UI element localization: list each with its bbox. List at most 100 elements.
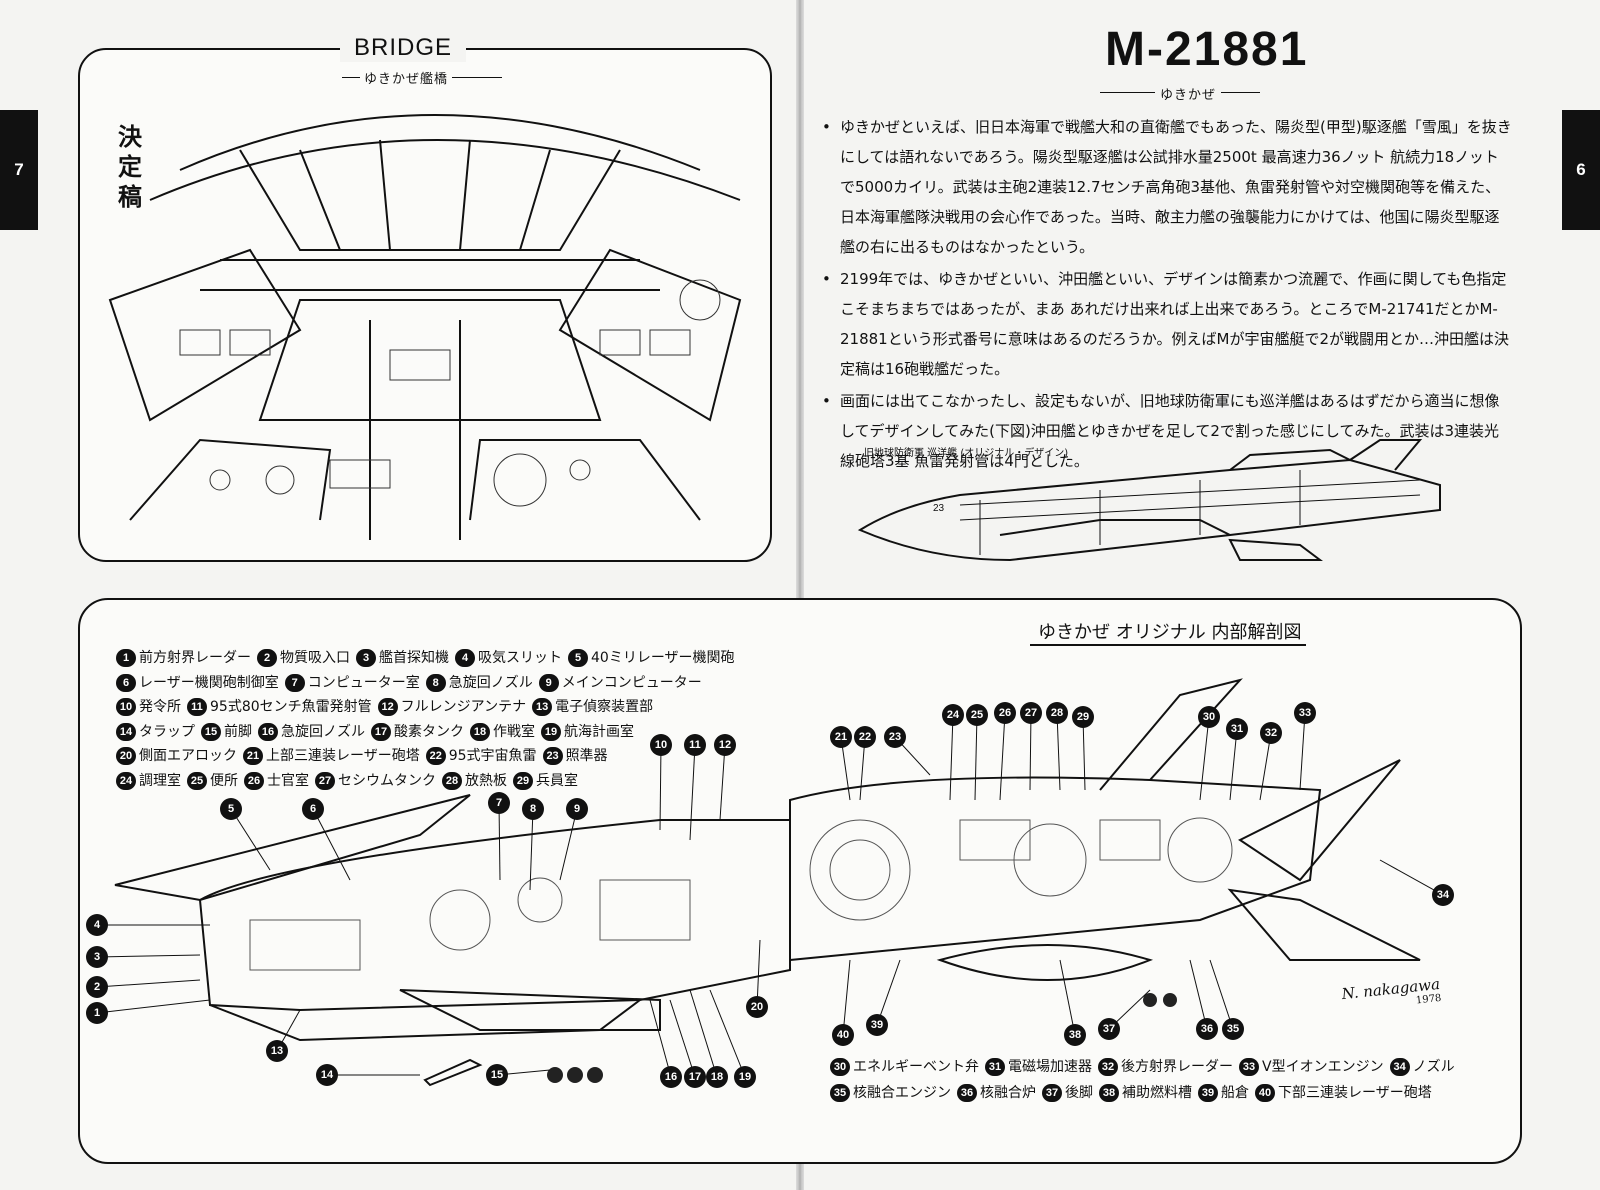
callout-leader-line	[659, 744, 662, 831]
legend-label: 作戦室	[493, 723, 535, 740]
callout-leader-line	[689, 989, 718, 1078]
callout-badge: 13	[266, 1040, 288, 1062]
callout-badge: 5	[220, 798, 242, 820]
note-paragraph: ゆきかぜといえば、旧日本海軍で戦艦大和の直衛艦でもあった、陽炎型(甲型)駆逐艦「…	[822, 112, 1512, 262]
legend-label: V型イオンエンジン	[1262, 1059, 1384, 1075]
legend-label: 上部三連装レーザー砲塔	[266, 748, 420, 764]
callout-leader-line	[719, 744, 726, 821]
callout-leader-line	[756, 939, 761, 1008]
legend-number-badge: 16	[258, 722, 278, 741]
legend-label: ノズル	[1412, 1059, 1455, 1075]
callout-badge: 15	[486, 1064, 508, 1086]
legend-label: 士官室	[267, 772, 309, 789]
callout-leader-line	[1229, 728, 1238, 801]
legend-number-badge: 8	[425, 673, 446, 692]
legend-number-badge: 19	[541, 722, 561, 741]
callout-leader-line	[96, 954, 201, 958]
callout-badge: 24	[942, 704, 964, 726]
legend-label: 船倉	[1221, 1085, 1249, 1101]
commentary-notes: ゆきかぜといえば、旧日本海軍で戦艦大和の直衛艦でもあった、陽炎型(甲型)駆逐艦「…	[822, 112, 1512, 478]
legend-label: 照準器	[565, 748, 608, 764]
legend-number-badge: 18	[470, 722, 490, 741]
legend-number-badge: 39	[1198, 1084, 1218, 1102]
final-draft-stamp: 決定稿	[118, 122, 142, 211]
callout-badge: 8	[522, 798, 544, 820]
callout-badge: 38	[1064, 1024, 1086, 1046]
callout-badge: 3	[86, 946, 108, 968]
legend-label: 前脚	[224, 723, 252, 740]
callout-badge: 27	[1020, 702, 1042, 724]
callout-badge: 17	[684, 1066, 706, 1088]
callout-badge: 10	[650, 734, 672, 756]
legend-number-badge: 27	[315, 771, 335, 790]
cruiser-caption: 旧地球防衛軍 巡洋艦 (オリジナル・デザイン)	[864, 448, 1069, 459]
legend-label: 下部三連装レーザー砲塔	[1278, 1085, 1432, 1101]
legend-number-badge: 35	[830, 1084, 850, 1102]
legend-label: 酸素タンク	[394, 723, 464, 740]
callout-badge: 23	[884, 726, 906, 748]
legend-label: セシウムタンク	[338, 772, 436, 789]
bridge-subtitle: ゆきかぜ艦橋	[360, 68, 453, 87]
callout-leader-line	[1029, 712, 1032, 791]
callout-badge: 21	[830, 726, 852, 748]
callout-badge: 29	[1072, 706, 1094, 728]
legend-label: 発令所	[139, 699, 181, 715]
callout-badge: 33	[1294, 702, 1316, 724]
legend-label: 急旋回ノズル	[448, 674, 533, 691]
ship-code-title: M-21881	[1105, 23, 1309, 76]
legend-label: 95式宇宙魚雷	[448, 748, 537, 764]
legend-label: 前方射界レーダー	[139, 650, 251, 666]
legend-number-badge: 6	[116, 673, 136, 692]
legend-label: フルレンジアンテナ	[400, 699, 527, 715]
legend-number-badge: 14	[116, 722, 136, 741]
title-rule-left	[175, 48, 335, 50]
callout-leader-line	[649, 999, 672, 1078]
callout-leader-line	[312, 808, 351, 881]
callout-badge: 25	[966, 704, 988, 726]
legend-number-badge: 12	[377, 698, 398, 716]
callout-leader-line	[999, 712, 1006, 801]
legend-number-badge: 20	[116, 747, 136, 765]
legend-number-badge: 31	[985, 1058, 1005, 1076]
legend-label: 急旋回ノズル	[281, 723, 365, 740]
callout-leader-line	[1056, 712, 1061, 791]
callout-badge: 31	[1226, 718, 1248, 740]
legend-number-badge: 22	[425, 747, 446, 765]
legend-number-badge: 11	[187, 698, 207, 716]
legend-label: 補助燃料槽	[1122, 1085, 1192, 1101]
callout-badge: 1	[86, 1002, 108, 1024]
legend-label: 物質吸入口	[280, 650, 350, 666]
callout-badge: 40	[832, 1024, 854, 1046]
legend-number-badge: 36	[957, 1084, 977, 1102]
callout-leader-line	[1299, 712, 1306, 791]
legend-number-badge: 30	[830, 1058, 850, 1076]
legend-label: タラップ	[139, 723, 195, 740]
bridge-title: BRIDGE	[340, 34, 467, 62]
legend-label: 放熱板	[465, 772, 507, 789]
legend-label: メインコンピューター	[561, 674, 702, 691]
legend-number-badge: 10	[116, 698, 136, 716]
callout-badge: 16	[660, 1066, 682, 1088]
legend-number-badge: 24	[116, 771, 136, 790]
legend-label: 核融合エンジン	[853, 1085, 951, 1101]
callout-badge: 30	[1198, 706, 1220, 728]
legend-number-badge: 38	[1099, 1084, 1119, 1102]
